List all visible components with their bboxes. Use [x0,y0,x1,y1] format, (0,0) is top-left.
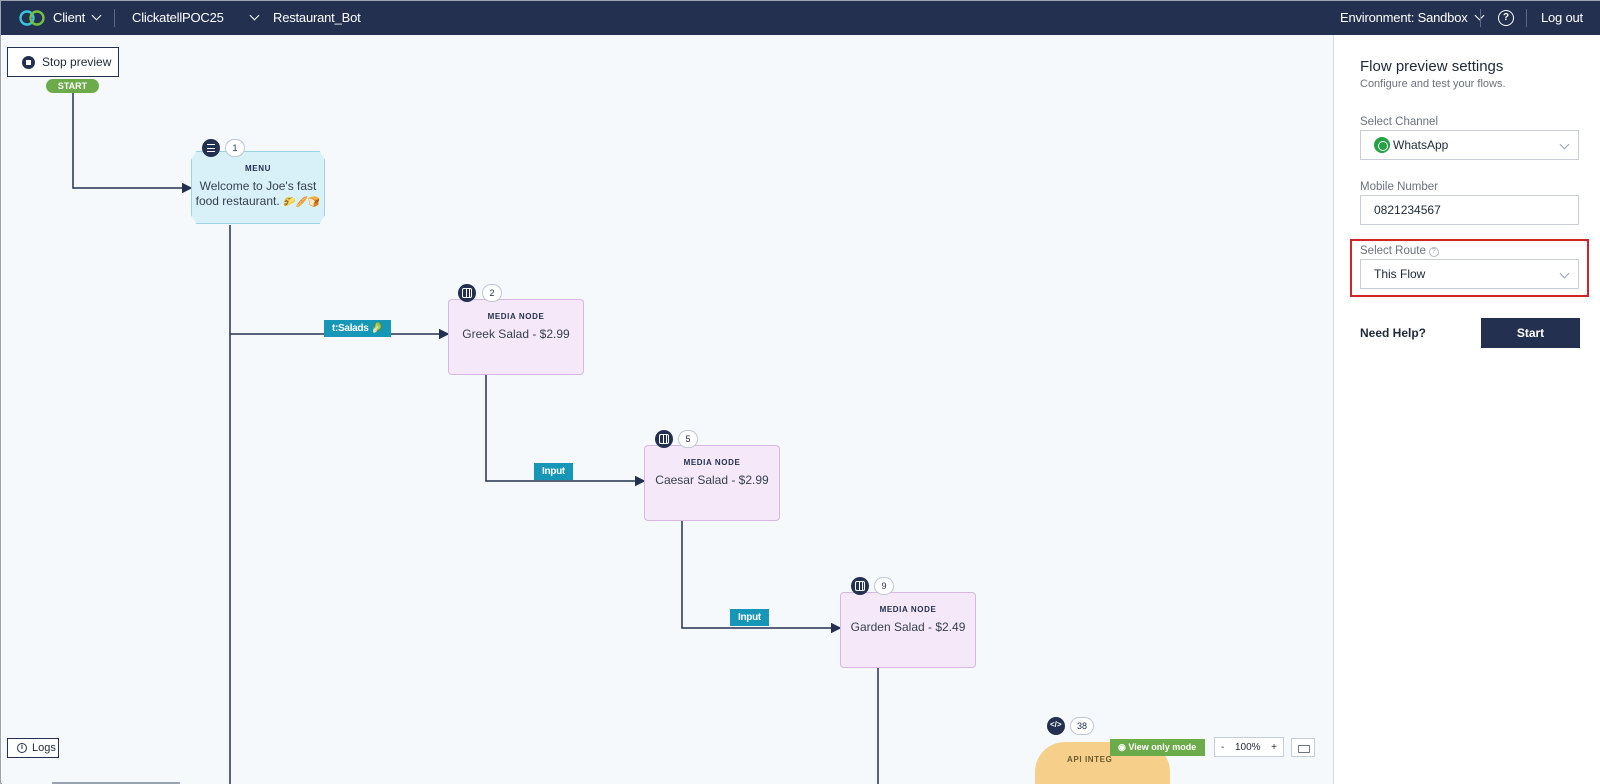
node-text-line1: Welcome to Joe's fast [199,179,317,193]
account-selector[interactable]: ClickatellPOC25 [132,10,224,25]
horizontal-scrollbar[interactable] [52,782,180,784]
channel-select[interactable]: WhatsApp [1360,130,1579,160]
mobile-number-value: 0821234567 [1374,203,1441,217]
menu-node[interactable]: MENU Welcome to Joe's fast food restaura… [191,151,325,224]
chevron-down-icon [1559,268,1570,279]
mobile-number-input[interactable]: 0821234567 [1360,195,1579,225]
node-number-badge: 2 [482,284,502,302]
stop-icon [22,55,35,69]
node-text-line2: food restaurant. [195,194,280,208]
media-node-caesar-salad[interactable]: MEDIA NODE Caesar Salad - $2.99 [644,445,780,521]
menu-icon [202,139,220,157]
code-icon: </> [1047,717,1065,735]
film-icon [458,284,476,302]
edge-label-input[interactable]: Input [534,463,573,480]
edge-label-salads[interactable]: t:Salads 🥬 [324,320,392,337]
channel-value: WhatsApp [1393,138,1449,152]
media-node-greek-salad[interactable]: MEDIA NODE Greek Salad - $2.99 [448,299,584,375]
view-only-label: View only mode [1128,742,1197,752]
food-emoji: 🌮🥖🍞 [283,197,321,208]
route-select[interactable]: This Flow [1360,259,1579,289]
node-number-badge: 1 [225,139,245,157]
eye-icon: ◉ [1118,742,1129,752]
top-navigation-bar: Client ClickatellPOC25 Restaurant_Bot En… [1,1,1600,35]
node-type-label: MEDIA NODE [487,312,545,321]
chevron-down-icon [249,10,260,21]
chevron-down-icon [91,10,102,21]
logout-link[interactable]: Log out [1541,10,1583,25]
stop-preview-button[interactable]: Stop preview [7,47,119,77]
environment-dropdown[interactable]: Environment: Sandbox [1340,10,1484,25]
zoom-level: 100% [1234,741,1261,753]
view-only-mode-badge: ◉ View only mode [1110,739,1205,756]
node-number-badge: 9 [874,577,894,595]
channel-label: Select Channel [1360,116,1438,128]
node-type-label: MENU [245,164,271,173]
whatsapp-icon [1374,137,1390,153]
stop-preview-label: Stop preview [42,55,112,69]
node-text: Garden Salad - $2.49 [850,620,966,634]
edge-label-input[interactable]: Input [730,609,769,626]
node-number-badge: 5 [678,430,698,448]
route-value: This Flow [1374,267,1426,281]
start-node[interactable]: START [46,79,99,93]
media-node-garden-salad[interactable]: MEDIA NODE Garden Salad - $2.49 [840,592,976,668]
mobile-number-label: Mobile Number [1360,181,1438,193]
node-text: Greek Salad - $2.99 [462,327,570,341]
node-text: Welcome to Joe's fast food restaurant. 🌮… [192,179,324,210]
logs-button[interactable]: i Logs [7,738,59,758]
route-highlight-box [1350,239,1589,297]
logs-label: Logs [32,742,56,754]
client-label: Client [53,10,86,25]
node-type-label: API INTEG [1067,755,1113,764]
need-help-link[interactable]: Need Help? [1360,326,1427,340]
panel-title: Flow preview settings [1360,58,1504,75]
info-icon: i [17,743,27,753]
help-icon[interactable]: ? [1498,10,1514,26]
flow-preview-settings-panel: Flow preview settings Configure and test… [1333,35,1600,784]
zoom-in-button[interactable]: + [1271,741,1277,753]
flow-canvas[interactable]: Stop preview START MENU Welcome to Joe's… [2,35,1333,784]
question-icon[interactable]: ? [1428,247,1439,257]
account-dropdown-toggle[interactable] [243,10,260,25]
keyboard-shortcuts-button[interactable] [1291,738,1315,757]
route-label: Select Route? [1360,245,1439,258]
divider [114,9,115,27]
node-type-label: MEDIA NODE [879,605,937,614]
environment-label: Environment: Sandbox [1340,10,1468,25]
clickatell-logo-icon [19,10,45,26]
chevron-down-icon [1559,139,1570,150]
film-icon [655,430,673,448]
divider [1526,9,1527,27]
zoom-out-button[interactable]: - [1221,741,1225,753]
node-type-label: MEDIA NODE [683,458,741,467]
zoom-control: - 100% + [1214,737,1284,757]
film-icon [851,577,869,595]
node-text: Caesar Salad - $2.99 [655,473,769,487]
divider [1480,9,1481,27]
node-number-badge: 38 [1070,717,1094,735]
client-dropdown[interactable]: Client [53,10,102,25]
start-button[interactable]: Start [1481,318,1580,348]
panel-subtitle: Configure and test your flows. [1360,78,1506,90]
route-label-text: Select Route [1360,245,1426,257]
bot-name[interactable]: Restaurant_Bot [273,10,361,25]
